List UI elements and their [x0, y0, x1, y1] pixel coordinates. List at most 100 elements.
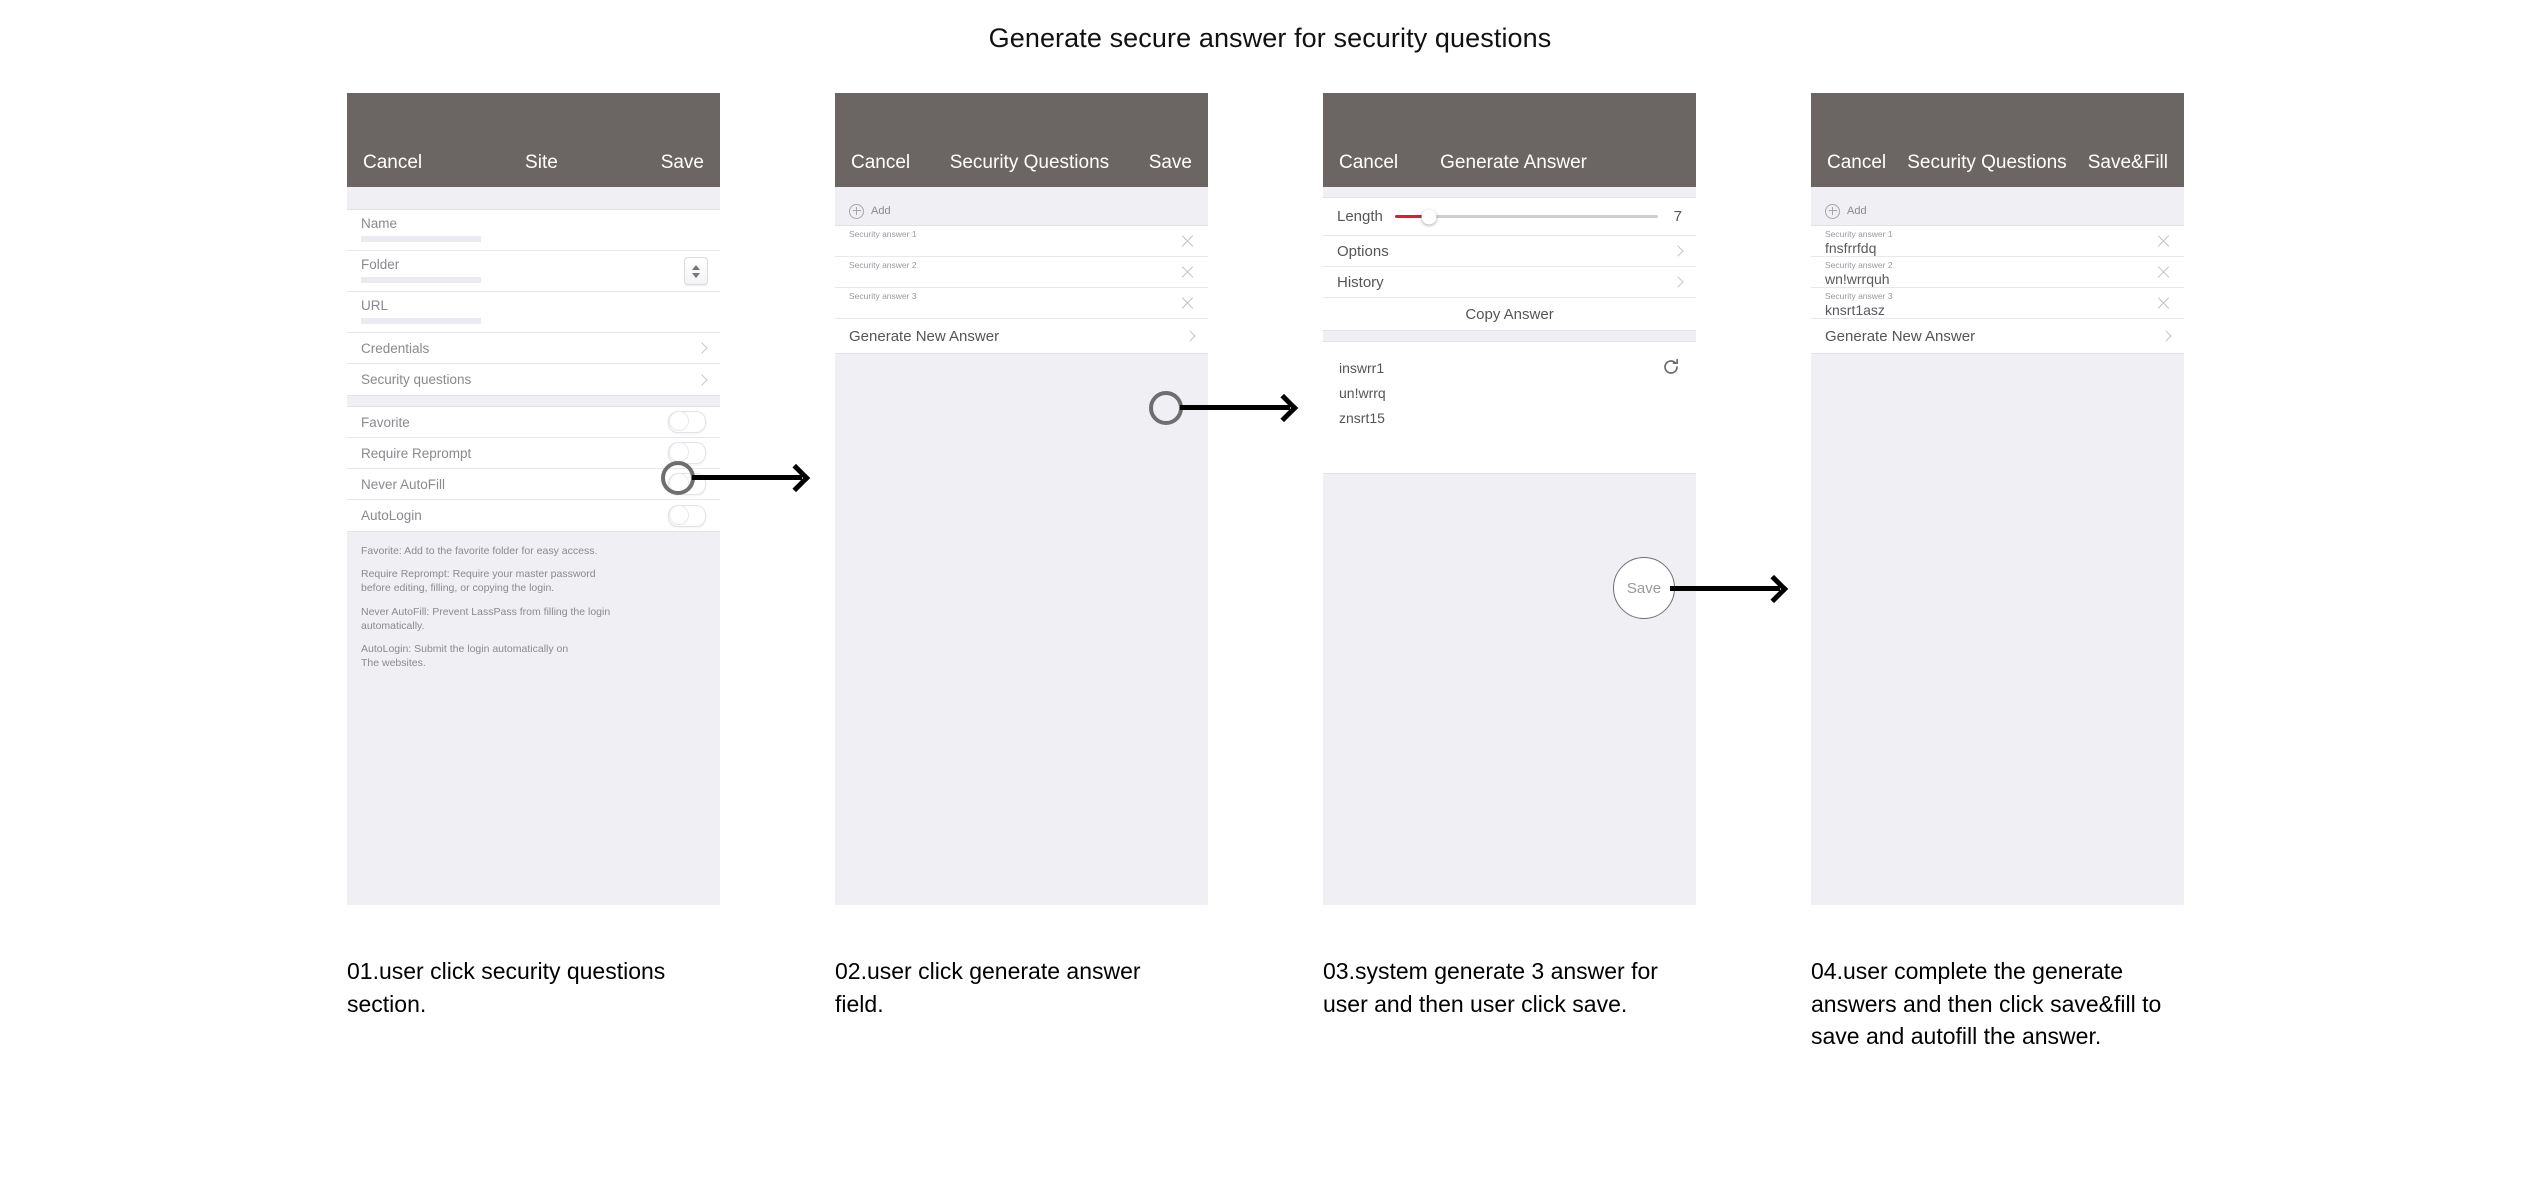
- autologin-label: AutoLogin: [361, 508, 422, 523]
- chevron-right-icon: [696, 373, 708, 386]
- generated-answer-item[interactable]: inswrr1: [1339, 360, 1385, 376]
- save-and-fill-button[interactable]: Save&Fill: [2087, 152, 2168, 173]
- security-questions-label: Security questions: [361, 372, 472, 387]
- answer-caption: Security answer 3: [849, 291, 917, 301]
- cancel-button[interactable]: Cancel: [1827, 152, 1887, 173]
- slider-knob[interactable]: [1421, 209, 1437, 224]
- add-label: Add: [1847, 205, 1867, 217]
- plus-circle-icon: [849, 203, 864, 219]
- length-slider[interactable]: [1394, 209, 1658, 224]
- answer-value[interactable]: fnsfrrfdq: [1825, 240, 1877, 257]
- chevron-right-icon: [2160, 330, 2172, 342]
- cancel-button[interactable]: Cancel: [1339, 152, 1399, 173]
- autologin-row[interactable]: AutoLogin: [347, 500, 720, 531]
- security-questions-row[interactable]: Security questions: [347, 364, 720, 395]
- chevron-right-icon: [1672, 276, 1684, 288]
- section-gap: [347, 396, 720, 406]
- favorite-label: Favorite: [361, 414, 410, 430]
- chevron-down-icon: [692, 272, 700, 278]
- copy-answer-button[interactable]: Copy Answer: [1323, 298, 1696, 330]
- flow-arrow-1: [692, 475, 802, 480]
- url-field-row[interactable]: URL: [347, 292, 720, 333]
- save-button[interactable]: Save: [660, 152, 704, 173]
- slider-fill: [1394, 215, 1430, 218]
- answer-row[interactable]: Security answer 2 wn!wrrquh: [1811, 257, 2184, 288]
- url-input[interactable]: [361, 318, 481, 324]
- url-label: URL: [361, 298, 389, 313]
- credentials-row[interactable]: Credentials: [347, 333, 720, 364]
- section-gap: [347, 187, 720, 209]
- close-icon[interactable]: [1180, 265, 1195, 280]
- folder-stepper[interactable]: [684, 257, 708, 285]
- navbar-security-questions: Cancel Security Questions Save&Fill: [1811, 93, 2184, 187]
- cancel-button[interactable]: Cancel: [851, 152, 911, 173]
- phone-screen-security-questions-filled: Cancel Security Questions Save&Fill Add …: [1811, 93, 2184, 905]
- add-answer-button[interactable]: Add: [1811, 197, 2184, 225]
- folder-input[interactable]: [361, 277, 481, 283]
- answer-row[interactable]: Security answer 3 knsrt1asz: [1811, 288, 2184, 319]
- answer-row[interactable]: Security answer 2: [835, 257, 1208, 288]
- answer-value[interactable]: knsrt1asz: [1825, 302, 1885, 319]
- generate-new-answer-label: Generate New Answer: [849, 327, 1000, 345]
- name-input[interactable]: [361, 236, 481, 242]
- length-value: 7: [1673, 208, 1682, 225]
- folder-field-row[interactable]: Folder: [347, 251, 720, 292]
- close-icon[interactable]: [1180, 296, 1195, 311]
- cancel-button[interactable]: Cancel: [363, 152, 423, 173]
- name-label: Name: [361, 216, 398, 231]
- step-caption-3: 03.system generate 3 answer for user and…: [1323, 958, 1658, 1017]
- answers-card: Security answer 1 Security answer 2 Secu…: [835, 225, 1208, 354]
- generate-new-answer-row[interactable]: Generate New Answer: [835, 319, 1208, 353]
- answer-value[interactable]: wn!wrrquh: [1825, 271, 1890, 288]
- save-button[interactable]: Save: [1148, 152, 1192, 173]
- step-caption-1: 01.user click security questions section…: [347, 958, 666, 1017]
- options-row[interactable]: Options: [1323, 236, 1696, 267]
- never-autofill-label: Never AutoFill: [361, 476, 446, 492]
- navbar-title: Security Questions: [949, 152, 1110, 173]
- chevron-right-icon: [696, 342, 708, 354]
- close-icon[interactable]: [1180, 234, 1195, 249]
- favorite-toggle[interactable]: [668, 411, 706, 433]
- answer-row[interactable]: Security answer 1: [835, 226, 1208, 257]
- answer-row[interactable]: Security answer 3: [835, 288, 1208, 319]
- answer-row[interactable]: Security answer 1 fnsfrrfdq: [1811, 226, 2184, 257]
- answer-caption: Security answer 1: [1825, 229, 1893, 239]
- generate-new-answer-row[interactable]: Generate New Answer: [1811, 319, 2184, 353]
- close-icon[interactable]: [2156, 265, 2171, 280]
- length-row[interactable]: Length 7: [1323, 198, 1696, 236]
- generated-answer-item[interactable]: un!wrrq: [1339, 385, 1386, 401]
- help-require-reprompt: Require Reprompt: Require your master pa…: [361, 568, 596, 595]
- help-never-autofill: Never AutoFill: Prevent LassPass from fi…: [361, 605, 611, 632]
- navbar-generate-answer: Cancel Generate Answer: [1323, 93, 1696, 187]
- flow-arrow-2: [1180, 405, 1290, 410]
- answer-caption: Security answer 2: [849, 260, 917, 270]
- close-icon[interactable]: [2156, 234, 2171, 249]
- history-row[interactable]: History: [1323, 267, 1696, 298]
- require-reprompt-label: Require Reprompt: [361, 445, 472, 461]
- close-icon[interactable]: [2156, 296, 2171, 311]
- autologin-toggle[interactable]: [668, 504, 706, 527]
- navbar-title: Security Questions: [1907, 152, 2067, 173]
- plus-circle-icon: [1825, 203, 1840, 219]
- credentials-label: Credentials: [361, 340, 430, 356]
- step-caption-4: 04.user complete the generate answers an…: [1811, 958, 2162, 1050]
- add-answer-button[interactable]: Add: [835, 197, 1208, 225]
- refresh-icon[interactable]: [1662, 358, 1680, 376]
- navbar-site: Cancel Site Save: [347, 93, 720, 187]
- chevron-up-icon: [692, 264, 700, 270]
- help-autologin: AutoLogin: Submit the login automaticall…: [361, 642, 569, 670]
- callout-circle-generate-new-answer: [1149, 391, 1183, 425]
- navbar-security-questions: Cancel Security Questions Save: [835, 93, 1208, 187]
- chevron-right-icon: [1672, 245, 1684, 257]
- require-reprompt-row[interactable]: Require Reprompt: [347, 438, 720, 469]
- step-caption-2: 02.user click generate answer field.: [835, 958, 1141, 1017]
- navbar-title: Generate Answer: [1440, 152, 1587, 173]
- callout-save-button[interactable]: Save: [1613, 557, 1675, 619]
- generated-answer-item[interactable]: znsrt15: [1339, 410, 1385, 426]
- phone-screen-generate-answer: Cancel Generate Answer Length 7 Options …: [1323, 93, 1696, 905]
- phone-screen-security-questions-empty: Cancel Security Questions Save Add Secur…: [835, 93, 1208, 905]
- name-field-row[interactable]: Name: [347, 210, 720, 251]
- answer-caption: Security answer 3: [1825, 291, 1893, 301]
- generated-answers-card: inswrr1 un!wrrq znsrt15: [1323, 341, 1696, 474]
- favorite-row[interactable]: Favorite: [347, 407, 720, 438]
